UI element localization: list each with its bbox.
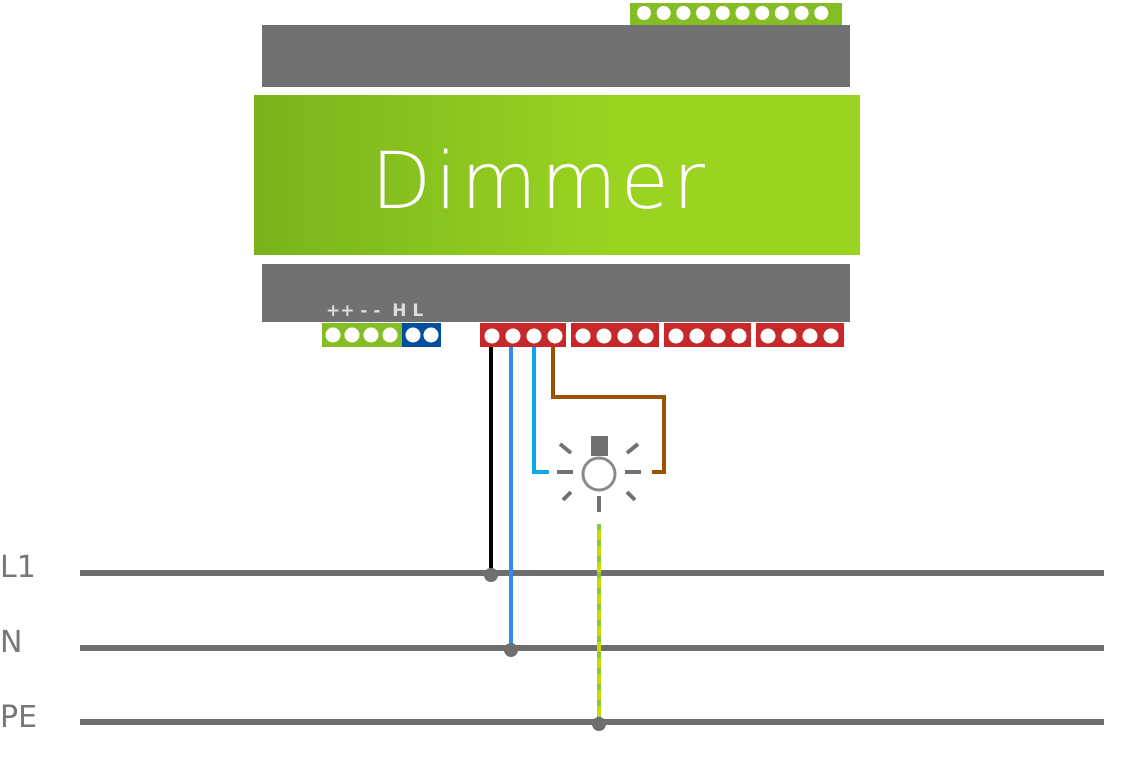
terminal-screw [794, 6, 809, 20]
terminal-screw [405, 327, 421, 343]
terminal-screw [617, 328, 633, 344]
junction-l1 [484, 568, 498, 582]
wire-lamp-brown [551, 347, 666, 474]
terminal-labels: ++ - - H L [326, 301, 423, 321]
terminal-screw [526, 328, 542, 344]
terminal-screw [676, 6, 691, 20]
terminal-screw [363, 327, 379, 343]
housing-bottom [262, 264, 850, 322]
wire-lamp-neutral [532, 347, 549, 474]
terminal-screw [689, 328, 705, 344]
terminal-screw [547, 328, 563, 344]
terminal-screw [656, 6, 671, 20]
terminal-screw [735, 6, 750, 20]
terminal-screw [760, 328, 776, 344]
label-l1: L1 [0, 550, 36, 585]
top-connector [630, 3, 842, 25]
terminal-screw [774, 6, 789, 20]
terminal-screw [715, 6, 730, 20]
terminal-screw [814, 6, 829, 20]
device-body [254, 95, 860, 255]
terminal-screw [505, 328, 521, 344]
lamp-icon [557, 436, 641, 512]
terminal-screw [423, 327, 439, 343]
device-title: Dimmer [371, 137, 709, 227]
housing-top [262, 25, 850, 87]
terminal-screw [344, 327, 360, 343]
junction-n [504, 643, 518, 657]
terminal-screw [668, 328, 684, 344]
terminal-screw [637, 6, 651, 20]
terminal-screw [755, 6, 770, 20]
output-connectors [480, 323, 844, 347]
terminal-screw [382, 327, 398, 343]
terminal-screw [575, 328, 591, 344]
terminal-screw [596, 328, 612, 344]
terminal-screw [484, 328, 500, 344]
terminal-screw [802, 328, 818, 344]
terminal-screw [638, 328, 654, 344]
junction-pe [592, 717, 606, 731]
label-n: N [0, 625, 22, 660]
terminal-screw [325, 327, 341, 343]
label-pe: PE [0, 700, 37, 735]
terminal-screw [823, 328, 839, 344]
bus-lines [80, 570, 1104, 725]
bus-connector [322, 323, 441, 347]
terminal-screw [731, 328, 747, 344]
terminal-screw [696, 6, 711, 20]
terminal-screw [781, 328, 797, 344]
terminal-screw [710, 328, 726, 344]
